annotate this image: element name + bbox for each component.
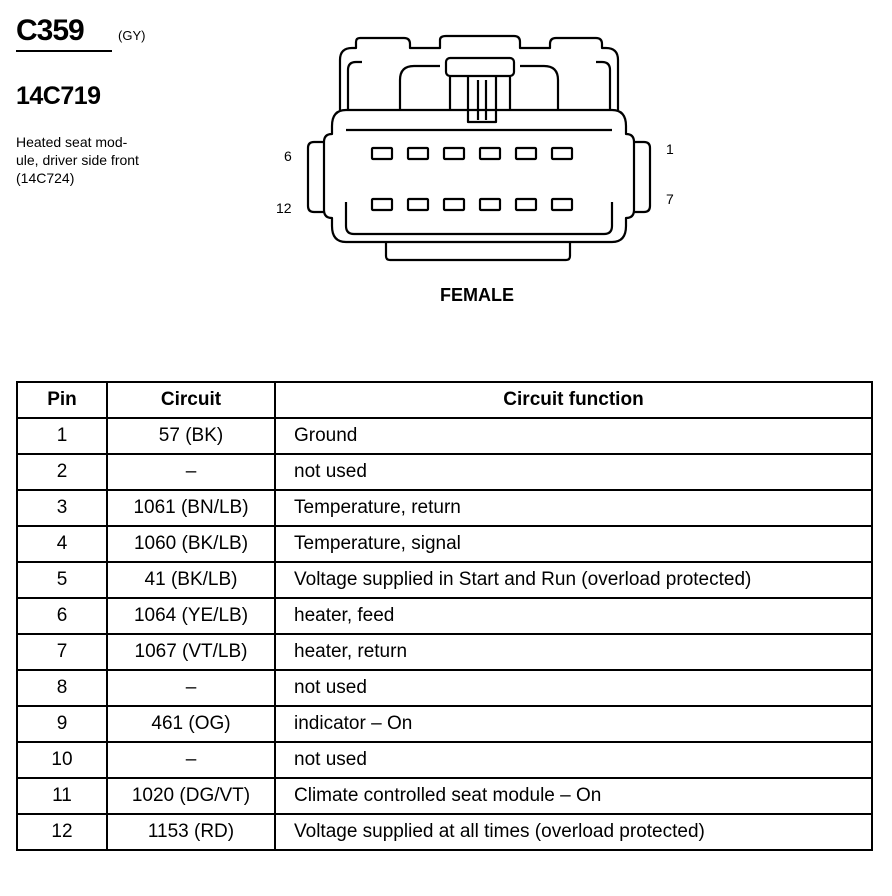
cell-function: Ground bbox=[274, 417, 873, 455]
table-header-row: Pin Circuit Circuit function bbox=[16, 381, 873, 419]
connector-color-code: (GY) bbox=[118, 28, 146, 43]
cell-function: Voltage supplied in Start and Run (overl… bbox=[274, 561, 873, 599]
cell-pin: 8 bbox=[16, 669, 108, 707]
cell-function: Temperature, return bbox=[274, 489, 873, 527]
cell-circuit: 1153 (RD) bbox=[106, 813, 276, 851]
cell-pin: 11 bbox=[16, 777, 108, 815]
pin-cavity bbox=[442, 197, 466, 212]
cell-circuit: 41 (BK/LB) bbox=[106, 561, 276, 599]
connector-id-underline bbox=[16, 50, 112, 52]
connector-outline bbox=[338, 34, 620, 110]
cell-circuit: – bbox=[106, 741, 276, 779]
cell-pin: 3 bbox=[16, 489, 108, 527]
cell-pin: 2 bbox=[16, 453, 108, 491]
cell-function: Temperature, signal bbox=[274, 525, 873, 563]
cell-function: not used bbox=[274, 741, 873, 779]
pin-cavity bbox=[442, 146, 466, 161]
cell-function: Voltage supplied at all times (overload … bbox=[274, 813, 873, 851]
pin-cavity bbox=[406, 197, 430, 212]
cell-circuit: 461 (OG) bbox=[106, 705, 276, 743]
cell-pin: 12 bbox=[16, 813, 108, 851]
component-description: Heated seat mod- ule, driver side front … bbox=[16, 133, 176, 187]
part-number: 14C719 bbox=[16, 82, 101, 110]
cell-pin: 9 bbox=[16, 705, 108, 743]
column-header-function: Circuit function bbox=[274, 381, 873, 419]
pin-label-bottom-right: 7 bbox=[666, 191, 674, 207]
column-header-pin: Pin bbox=[16, 381, 108, 419]
pin-cavity bbox=[478, 146, 502, 161]
cell-circuit: 1020 (DG/VT) bbox=[106, 777, 276, 815]
pin-cavity-row-bottom bbox=[370, 197, 574, 212]
cell-circuit: 1061 (BN/LB) bbox=[106, 489, 276, 527]
cell-circuit: 1067 (VT/LB) bbox=[106, 633, 276, 671]
cell-pin: 7 bbox=[16, 633, 108, 671]
connector-id: C359 bbox=[16, 14, 85, 47]
pin-cavity bbox=[370, 197, 394, 212]
cell-function: heater, return bbox=[274, 633, 873, 671]
cell-pin: 4 bbox=[16, 525, 108, 563]
pin-cavity bbox=[406, 146, 430, 161]
pin-cavity bbox=[514, 146, 538, 161]
cell-circuit: 57 (BK) bbox=[106, 417, 276, 455]
cell-function: Climate controlled seat module – On bbox=[274, 777, 873, 815]
cell-circuit: – bbox=[106, 669, 276, 707]
description-line: ule, driver side front bbox=[16, 152, 139, 168]
pin-label-top-right: 1 bbox=[666, 141, 674, 157]
connector-gender-label: FEMALE bbox=[440, 285, 514, 305]
table-row: 2–not used bbox=[16, 453, 873, 491]
cell-pin: 6 bbox=[16, 597, 108, 635]
table-row: 8–not used bbox=[16, 669, 873, 707]
pin-cavity bbox=[550, 197, 574, 212]
pin-label-bottom-left: 12 bbox=[276, 200, 292, 216]
pin-label-top-left: 6 bbox=[284, 148, 292, 164]
pin-cavity-row-top bbox=[370, 146, 574, 161]
pin-cavity bbox=[514, 197, 538, 212]
cell-pin: 1 bbox=[16, 417, 108, 455]
pin-cavity bbox=[370, 146, 394, 161]
description-line: (14C724) bbox=[16, 170, 75, 186]
cell-circuit: – bbox=[106, 453, 276, 491]
cell-circuit: 1064 (YE/LB) bbox=[106, 597, 276, 635]
cell-pin: 5 bbox=[16, 561, 108, 599]
cell-function: indicator – On bbox=[274, 705, 873, 743]
table-row: 10–not used bbox=[16, 741, 873, 779]
cell-circuit: 1060 (BK/LB) bbox=[106, 525, 276, 563]
cell-function: not used bbox=[274, 453, 873, 491]
pin-cavity bbox=[478, 197, 502, 212]
cell-function: not used bbox=[274, 669, 873, 707]
description-line: Heated seat mod- bbox=[16, 134, 128, 150]
cell-function: heater, feed bbox=[274, 597, 873, 635]
pin-cavity bbox=[550, 146, 574, 161]
connector-face-diagram bbox=[306, 34, 652, 262]
column-header-circuit: Circuit bbox=[106, 381, 276, 419]
cell-pin: 10 bbox=[16, 741, 108, 779]
